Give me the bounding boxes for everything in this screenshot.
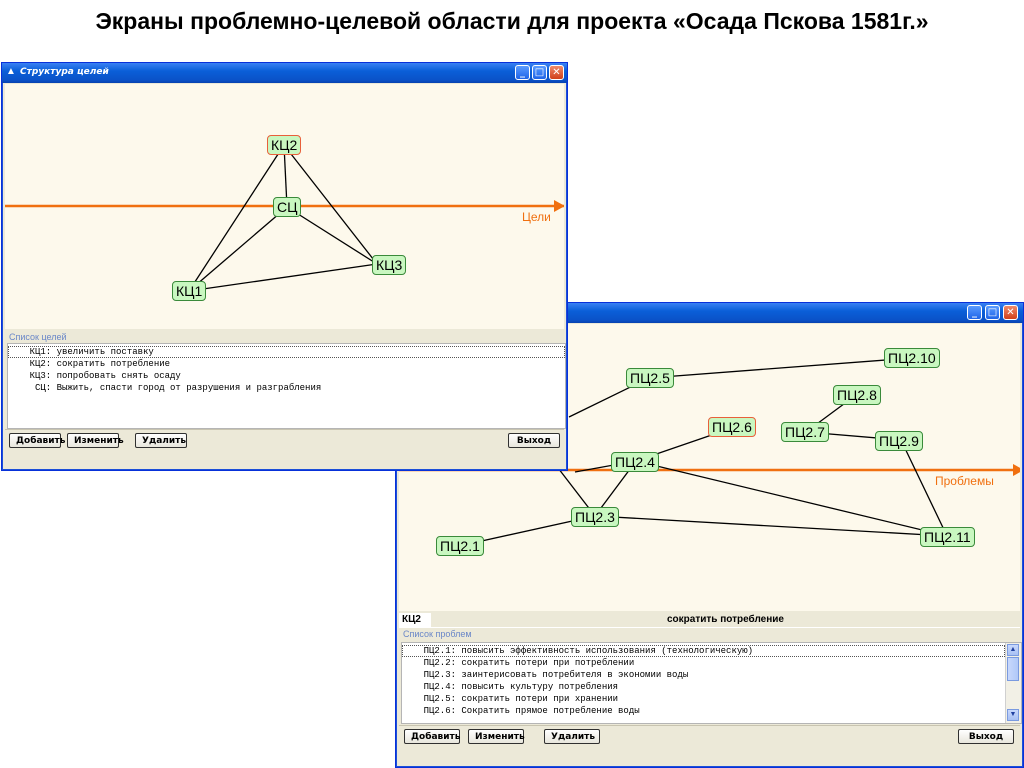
maximize-button[interactable]: □: [985, 305, 1000, 320]
problems-list[interactable]: ПЦ2.1: повысить эффективность использова…: [401, 642, 1022, 724]
node-p27[interactable]: ПЦ2.7: [781, 422, 829, 442]
list-item[interactable]: ПЦ2.2: сократить потери при потреблении: [402, 658, 635, 668]
selected-goal-header: КЦ2 сократить потребление: [399, 613, 1020, 628]
axis-label-goals: Цели: [522, 210, 551, 224]
list-item[interactable]: КЦ3: попробовать снять осаду: [8, 371, 181, 381]
list-item[interactable]: КЦ2: сократить потребление: [8, 359, 171, 369]
scroll-thumb[interactable]: [1007, 657, 1019, 681]
goals-window: ▲ Структура целей _ □ ✕ Цели КЦ2 СЦ КЦ3 …: [1, 62, 568, 471]
scroll-down-icon[interactable]: ▼: [1007, 709, 1019, 721]
goals-window-title: Структура целей: [20, 67, 109, 77]
add-goal-button[interactable]: Добавить: [9, 433, 65, 448]
minimize-button[interactable]: _: [515, 65, 530, 80]
node-sc[interactable]: СЦ: [273, 197, 302, 217]
exit-button[interactable]: Выход: [508, 433, 560, 448]
list-item[interactable]: ПЦ2.4: повысить культуру потребления: [402, 682, 619, 692]
node-kc2[interactable]: КЦ2: [267, 135, 302, 155]
node-p26[interactable]: ПЦ2.6: [708, 417, 756, 437]
selected-goal-description: сократить потребление: [431, 613, 1020, 627]
app-icon: ▲: [6, 66, 16, 77]
axis-label-problems: Проблемы: [935, 474, 994, 488]
close-button[interactable]: ✕: [1003, 305, 1018, 320]
problems-list-title: Список проблем: [403, 629, 472, 639]
problems-list-scrollbar[interactable]: ▲ ▼: [1005, 643, 1021, 723]
goals-list-title: Список целей: [9, 332, 67, 342]
node-p29[interactable]: ПЦ2.9: [875, 431, 923, 451]
node-p28[interactable]: ПЦ2.8: [833, 385, 881, 405]
selected-goal-code: КЦ2: [402, 614, 421, 625]
goals-window-titlebar[interactable]: ▲ Структура целей _ □ ✕: [2, 63, 567, 83]
edit-goal-button[interactable]: Изменить: [67, 433, 124, 448]
edit-problem-button[interactable]: Изменить: [468, 729, 525, 744]
node-p25[interactable]: ПЦ2.5: [626, 368, 674, 388]
goals-list-rows: КЦ1: увеличить поставку КЦ2: сократить п…: [8, 346, 565, 394]
node-p24[interactable]: ПЦ2.4: [611, 452, 659, 472]
node-p21[interactable]: ПЦ2.1: [436, 536, 484, 556]
list-item[interactable]: ПЦ2.3: заинтерисовать потребителя в экон…: [402, 670, 689, 680]
node-p210[interactable]: ПЦ2.10: [884, 348, 940, 368]
node-p23[interactable]: ПЦ2.3: [571, 507, 619, 527]
list-item[interactable]: ПЦ2.6: Сократить прямое потребление воды: [402, 706, 640, 716]
delete-goal-button[interactable]: Удалить: [135, 433, 187, 448]
list-item[interactable]: ПЦ2.5: сократить потери при хранении: [402, 694, 619, 704]
node-kc1[interactable]: КЦ1: [172, 281, 207, 301]
goals-canvas[interactable]: Цели КЦ2 СЦ КЦ3 КЦ1: [5, 84, 564, 329]
list-item[interactable]: СЦ: Выжить, спасти город от разрушения и…: [8, 383, 322, 393]
list-item[interactable]: КЦ1: увеличить поставку: [8, 346, 565, 358]
list-item[interactable]: ПЦ2.1: повысить эффективность использова…: [402, 645, 1005, 657]
goals-list[interactable]: КЦ1: увеличить поставку КЦ2: сократить п…: [7, 343, 566, 429]
node-p211[interactable]: ПЦ2.11: [920, 527, 975, 547]
add-problem-button[interactable]: Добавить: [404, 729, 460, 744]
slide-title: Экраны проблемно-целевой области для про…: [95, 8, 929, 34]
problems-list-rows: ПЦ2.1: повысить эффективность использова…: [402, 645, 1005, 717]
maximize-button[interactable]: □: [532, 65, 547, 80]
scroll-up-icon[interactable]: ▲: [1007, 644, 1019, 656]
minimize-button[interactable]: _: [967, 305, 982, 320]
close-button[interactable]: ✕: [549, 65, 564, 80]
exit-button[interactable]: Выход: [958, 729, 1014, 744]
node-kc3[interactable]: КЦ3: [372, 255, 407, 275]
delete-problem-button[interactable]: Удалить: [544, 729, 600, 744]
